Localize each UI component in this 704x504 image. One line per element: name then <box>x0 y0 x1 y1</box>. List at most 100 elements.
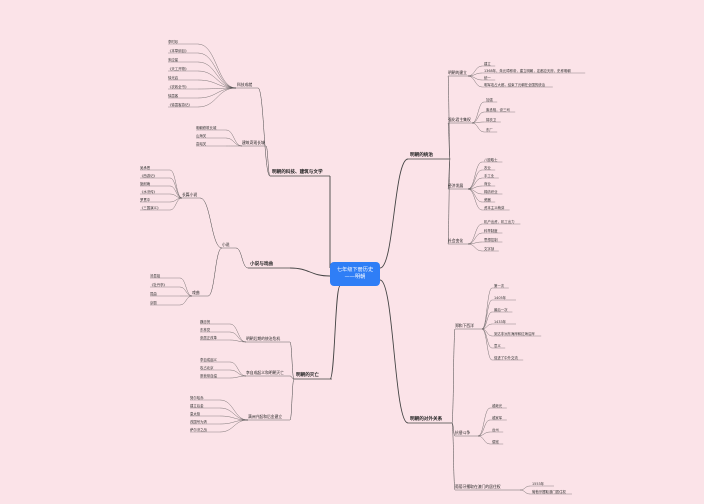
sub-jiquan[interactable]: 强化君主集权 <box>448 117 471 122</box>
leaf-left[interactable]: 京剧 <box>150 301 157 305</box>
leaf-right[interactable]: 1433年 <box>494 320 507 324</box>
leaf-left[interactable]: 东林党 <box>200 328 211 332</box>
central-topic[interactable]: 七年级下册历史 ——明朝 <box>330 262 380 286</box>
connector <box>447 158 451 245</box>
sub-keji[interactable]: 科技成就 <box>237 82 253 87</box>
leaf-left[interactable]: 《三国演义》 <box>140 206 161 210</box>
leaf-right[interactable]: 1368年，朱元璋称帝，建立明朝，定都应天府，史称明朝 <box>484 69 571 73</box>
leaf-right[interactable]: 倭寇 <box>492 440 499 444</box>
sub-changpian[interactable]: 长篇小说 <box>182 192 198 197</box>
leaf-right[interactable]: 1405年 <box>494 296 507 300</box>
sub-xiaoshuo[interactable]: 小说 <box>222 242 230 247</box>
leaf-left[interactable]: 《西游记》 <box>140 174 157 178</box>
leaf-left[interactable]: 《本草纲目》 <box>168 49 189 53</box>
leaf-right[interactable]: 戚家军 <box>492 416 503 420</box>
connector <box>265 145 271 177</box>
leaf-right[interactable]: 文字狱 <box>484 247 495 251</box>
leaf-left[interactable]: 嘉峪关 <box>196 142 207 146</box>
leaf-right[interactable]: 意义 <box>494 344 501 348</box>
leaf-right[interactable]: 商业 <box>484 182 491 186</box>
leaf-left[interactable]: 努尔哈赤 <box>190 396 204 400</box>
leaf-left[interactable]: 崇祯帝自缢 <box>200 374 217 378</box>
connector <box>169 169 183 199</box>
leaf-left[interactable]: 吴承恩 <box>140 166 151 170</box>
leaf-left[interactable]: 魏忠贤 <box>200 320 211 324</box>
leaf-left[interactable]: 萨尔浒之战 <box>190 428 207 432</box>
leaf-right[interactable]: 最后一次 <box>494 308 508 312</box>
leaf-left[interactable]: 《农政全书》 <box>168 85 189 89</box>
leaf-right[interactable]: 葡萄牙攫取澳门居住权 <box>532 490 566 494</box>
leaf-right[interactable]: 台州 <box>492 428 499 432</box>
leaf-right[interactable]: 促进了中外交流 <box>494 356 518 360</box>
connector <box>225 129 243 147</box>
connector <box>451 422 456 437</box>
leaf-right[interactable]: 统一 <box>484 76 491 80</box>
leaf-left[interactable]: 建立后金 <box>190 404 204 408</box>
leaf-right[interactable]: 八股取士 <box>484 158 498 162</box>
leaf-left[interactable]: 张居正改革 <box>200 336 217 340</box>
leaf-left[interactable]: 山海关 <box>196 134 207 138</box>
connector <box>169 185 183 199</box>
connector <box>197 43 237 89</box>
branch-left-top[interactable]: 明朝的科技、建筑与文学 <box>272 170 323 175</box>
leaf-left[interactable]: 《天工开物》 <box>168 67 189 71</box>
sub-changcheng[interactable]: 建筑奇观长城 <box>242 140 265 145</box>
leaf-left[interactable]: 皇太极 <box>190 412 201 416</box>
sub-weiji[interactable]: 明朝后期的统治危机 <box>246 336 281 341</box>
branch-left-bottom[interactable]: 明朝的灭亡 <box>296 373 319 378</box>
sub-lizicheng[interactable]: 李自成起义和明朝灭亡 <box>246 370 284 375</box>
leaf-right[interactable]: 加强 <box>486 98 493 102</box>
leaf-right[interactable]: 东厂 <box>486 128 493 132</box>
leaf-left[interactable]: 徐霞客 <box>168 94 179 98</box>
leaf-right[interactable]: 资本主义萌芽 <box>484 206 505 210</box>
leaf-right[interactable]: 瓷器 <box>484 198 491 202</box>
connector <box>467 223 483 245</box>
leaf-left[interactable]: 徐光启 <box>168 76 179 80</box>
connector <box>179 286 193 297</box>
connector <box>519 489 531 495</box>
leaf-left[interactable]: 《水浒传》 <box>140 190 157 194</box>
connector <box>481 311 493 330</box>
leaf-left[interactable]: 施耐庵 <box>140 182 151 186</box>
leaf-right[interactable]: 建立 <box>484 62 491 66</box>
leaf-left[interactable]: 李时珍 <box>168 40 179 44</box>
leaf-right[interactable]: 废丞相，设三司 <box>486 108 510 112</box>
branch-right-bottom[interactable]: 明朝的对外关系 <box>410 417 443 422</box>
leaf-left[interactable]: 明朝修筑长城 <box>196 126 217 130</box>
leaf-right[interactable]: 1553年 <box>532 482 545 486</box>
leaf-right[interactable]: 手工业 <box>484 174 495 178</box>
leaf-right[interactable]: 科举制度 <box>484 229 498 233</box>
sub-kangwo[interactable]: 抗倭斗争 <box>455 430 471 435</box>
leaf-left[interactable]: 李自成起义 <box>200 358 217 362</box>
sub-shehui[interactable]: 社会变化 <box>448 238 464 243</box>
leaf-right[interactable]: 锦衣卫 <box>486 118 497 122</box>
connector <box>467 169 483 190</box>
central-title: 七年级下册历史 <box>336 267 374 273</box>
branch-right-top[interactable]: 明朝的统治 <box>410 153 433 158</box>
leaf-right[interactable]: 戚继光 <box>492 404 503 408</box>
leaf-right[interactable]: 思想控制 <box>484 238 498 242</box>
leaf-right[interactable]: 棉纺织业 <box>484 190 498 194</box>
leaf-left[interactable]: 《牡丹亭》 <box>150 283 167 287</box>
leaf-right[interactable]: 农业 <box>484 166 491 170</box>
leaf-left[interactable]: 攻占北京 <box>200 366 214 370</box>
connector <box>229 369 247 377</box>
leaf-left[interactable]: 昆曲 <box>150 292 157 296</box>
leaf-left[interactable]: 罗贯中 <box>140 198 151 202</box>
sub-zhenghe[interactable]: 郑和下西洋 <box>455 323 474 328</box>
sub-houjin[interactable]: 满洲兴起和后金建立 <box>248 414 283 419</box>
sub-xiqu[interactable]: 戏曲 <box>192 290 200 295</box>
leaf-right[interactable]: 第一次 <box>494 284 505 288</box>
leaf-left[interactable]: 《徐霞客游记》 <box>168 103 192 107</box>
leaf-left[interactable]: 宋应星 <box>168 58 179 62</box>
sub-aomen[interactable]: 葡萄牙攫取在澳门的居住权 <box>455 484 501 489</box>
branch-left-mid[interactable]: 小说与戏曲 <box>250 262 273 267</box>
leaf-right[interactable]: 到达非洲东海岸和红海沿岸 <box>494 332 535 336</box>
sub-jianli[interactable]: 明朝的建立 <box>448 70 467 75</box>
connector <box>229 331 247 343</box>
leaf-right[interactable]: 明军攻占大都，结束了元朝在全国的统治 <box>484 83 546 87</box>
leaf-right[interactable]: 机户出资，机工出力 <box>484 220 515 224</box>
leaf-left[interactable]: 改国号为清 <box>190 420 207 424</box>
sub-jingji[interactable]: 经济发展 <box>448 183 464 188</box>
leaf-left[interactable]: 汤显祖 <box>150 274 161 278</box>
